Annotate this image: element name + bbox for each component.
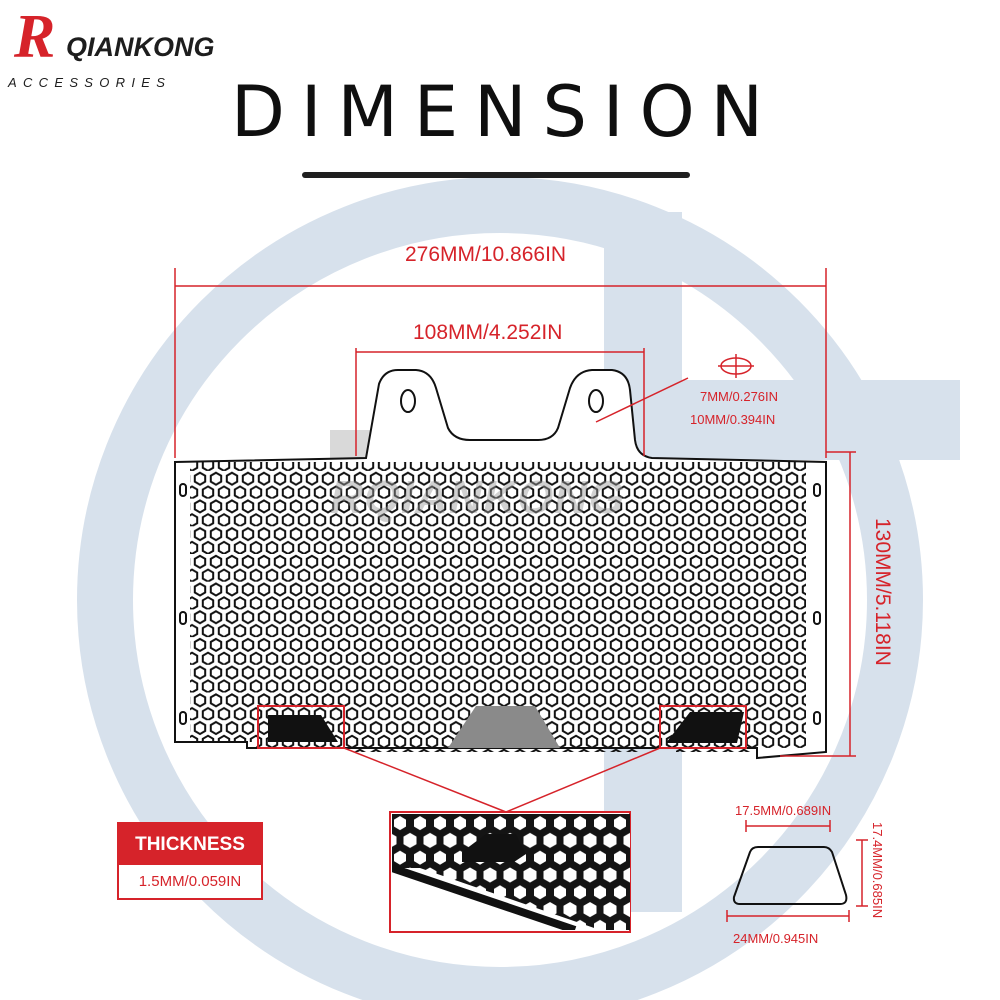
- cutout-top-width-label: 17.5MM/0.689IN: [735, 803, 832, 818]
- cutout-height-label: 17.4MM/0.685IN: [870, 822, 885, 919]
- slot-width-label: 7MM/0.276IN: [700, 389, 779, 404]
- brand-logo-initial: R: [14, 3, 56, 71]
- thickness-label: THICKNESS: [119, 824, 261, 865]
- overall-height-label: 130MM/5.118IN: [871, 518, 894, 666]
- bracket-span-label: 108MM/4.252IN: [413, 321, 563, 344]
- thickness-box: THICKNESS 1.5MM/0.059IN: [117, 822, 263, 900]
- brand-logo-name: QIANKONG: [66, 32, 215, 62]
- watermark-text: RQIANKONG: [330, 471, 626, 523]
- brand-logo-subtitle: ACCESSORIES: [8, 75, 172, 90]
- watermark-logo: [77, 177, 960, 1000]
- overall-width-label: 276MM/10.866IN: [405, 243, 567, 266]
- cutout-bottom-width-label: 24MM/0.945IN: [733, 931, 819, 946]
- slot-length-label: 10MM/0.394IN: [690, 412, 776, 427]
- page-title: DIMENSION: [230, 71, 780, 153]
- thickness-value: 1.5MM/0.059IN: [138, 873, 242, 890]
- title-underline: [302, 172, 690, 178]
